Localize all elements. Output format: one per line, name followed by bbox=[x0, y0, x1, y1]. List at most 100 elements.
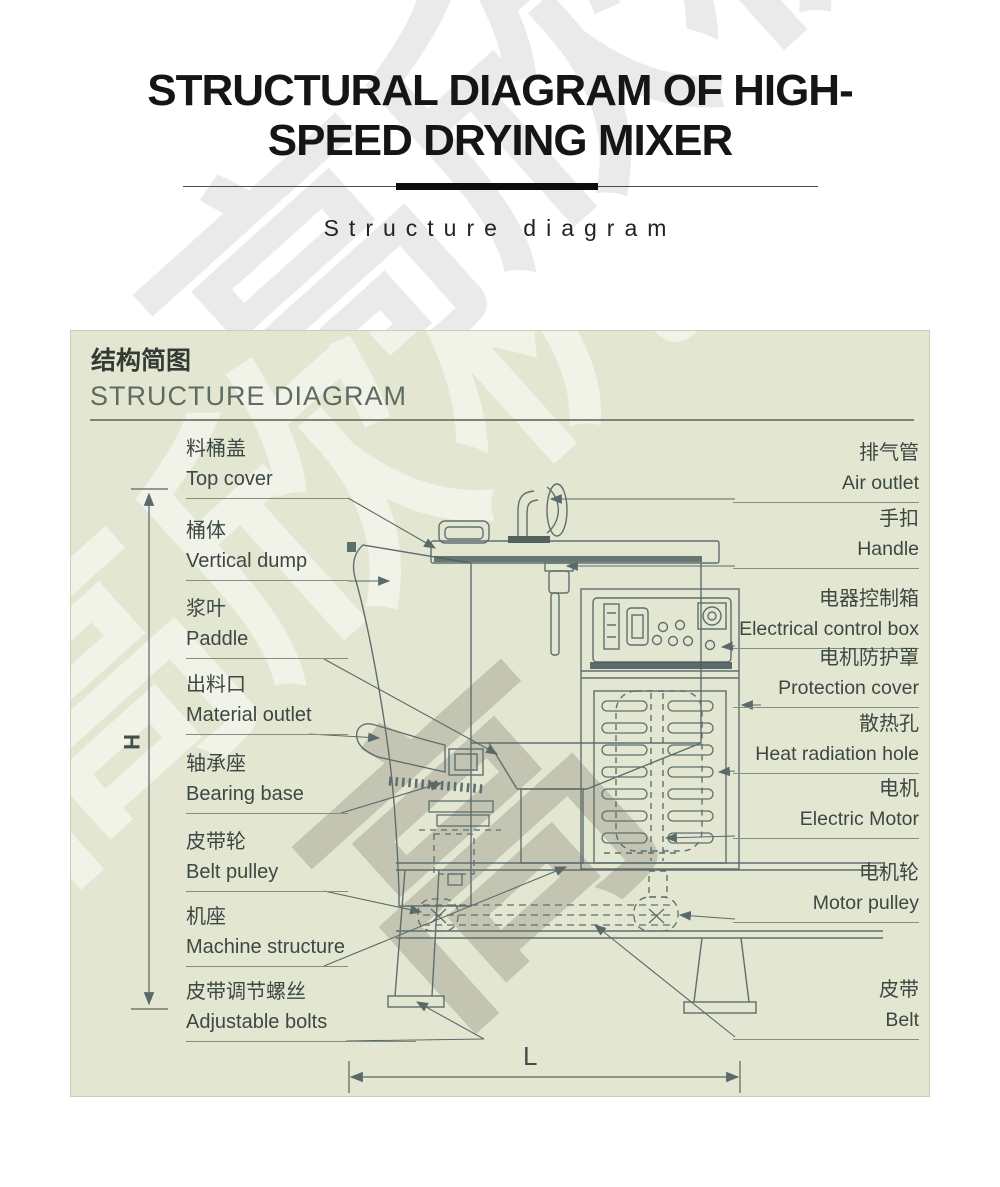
exhaust-pipe bbox=[517, 490, 539, 536]
leader-bearing-base bbox=[340, 781, 443, 814]
bearing-base bbox=[448, 748, 484, 776]
belt-pulley-left-dashed bbox=[417, 898, 459, 932]
label-paddle-zh: 浆叶 bbox=[186, 598, 226, 620]
outlet-chute bbox=[356, 723, 484, 794]
label-machine-structure-zh: 机座 bbox=[186, 906, 226, 928]
control-switch bbox=[626, 607, 649, 646]
right-leg bbox=[683, 937, 757, 1014]
heat-slots bbox=[601, 700, 714, 844]
sight-tube bbox=[550, 592, 560, 656]
leader-electric-motor bbox=[664, 832, 736, 843]
label-air-outlet-zh: 排气管 bbox=[859, 442, 919, 464]
dimension-l-label: L bbox=[523, 1041, 538, 1071]
label-air-outlet-en: Air outlet bbox=[842, 472, 919, 494]
page-title-line1: STRUCTURAL DIAGRAM OF HIGH- bbox=[147, 66, 853, 115]
label-electrical-control-box: 电器控制箱 Electrical control box bbox=[733, 584, 919, 649]
label-paddle: 浆叶 Paddle bbox=[186, 594, 348, 659]
label-protection-cover-en: Protection cover bbox=[778, 677, 919, 699]
dimension-h-label: H bbox=[118, 734, 144, 750]
label-protection-cover-zh: 电机防护罩 bbox=[819, 647, 919, 669]
label-top-cover-en: Top cover bbox=[186, 468, 273, 490]
leader-adjustable-bolts-b bbox=[415, 1001, 485, 1040]
pulley-center-marks bbox=[430, 908, 665, 924]
lid-latch bbox=[544, 562, 574, 656]
motor-dashed bbox=[604, 690, 703, 898]
control-knob bbox=[697, 602, 727, 630]
label-electric-motor-zh: 电机 bbox=[879, 778, 919, 800]
belt-dashed bbox=[417, 896, 679, 932]
belt-pulley-housing bbox=[419, 800, 501, 886]
label-bearing-base-zh: 轴承座 bbox=[186, 753, 246, 775]
motor-pulley-right-dashed bbox=[633, 896, 679, 932]
page-subtitle: Structure diagram bbox=[323, 215, 677, 241]
label-electrical-control-box-en: Electrical control box bbox=[739, 618, 919, 640]
label-adjustable-bolts-en: Adjustable bolts bbox=[186, 1011, 328, 1033]
label-heat-radiation-hole-en: Heat radiation hole bbox=[755, 743, 919, 765]
leader-heat-radiation-hole bbox=[717, 766, 736, 777]
header-area: 高欣机械 STRUCTURAL DIAGRAM OF HIGH- SPEED D… bbox=[0, 0, 1000, 330]
label-belt-pulley-en: Belt pulley bbox=[186, 861, 279, 883]
label-motor-pulley-en: Motor pulley bbox=[812, 892, 919, 914]
label-top-cover: 料桶盖 Top cover bbox=[186, 434, 348, 499]
label-motor-pulley: 电机轮 Motor pulley bbox=[733, 858, 919, 923]
label-adjustable-bolts: 皮带调节螺丝 Adjustable bolts bbox=[186, 977, 416, 1042]
label-paddle-en: Paddle bbox=[186, 628, 249, 650]
label-handle: 手扣 Handle bbox=[733, 504, 919, 569]
leader-belt-pulley bbox=[323, 890, 423, 915]
label-machine-structure: 机座 Machine structure bbox=[186, 902, 348, 967]
label-bearing-base-en: Bearing base bbox=[186, 783, 304, 805]
label-handle-en: Handle bbox=[857, 538, 919, 560]
label-protection-cover: 电机防护罩 Protection cover bbox=[733, 643, 919, 708]
label-electric-motor-en: Electric Motor bbox=[799, 808, 919, 830]
label-material-outlet-en: Material outlet bbox=[186, 704, 312, 726]
label-material-outlet-zh: 出料口 bbox=[186, 674, 246, 696]
label-material-outlet: 出料口 Material outlet bbox=[186, 670, 348, 735]
label-belt: 皮带 Belt bbox=[733, 975, 919, 1040]
exhaust-mount bbox=[508, 536, 550, 543]
label-heat-radiation-hole-zh: 散热孔 bbox=[859, 713, 919, 735]
lid-handle bbox=[438, 520, 490, 544]
leader-adjustable-bolts-a bbox=[345, 1038, 485, 1042]
label-air-outlet: 排气管 Air outlet bbox=[733, 438, 919, 503]
page-title: STRUCTURAL DIAGRAM OF HIGH- SPEED DRYING… bbox=[0, 66, 1000, 166]
label-electric-motor: 电机 Electric Motor bbox=[733, 774, 919, 839]
label-machine-structure-en: Machine structure bbox=[186, 936, 345, 958]
page-title-line2: SPEED DRYING MIXER bbox=[267, 116, 733, 166]
control-box bbox=[580, 588, 740, 870]
right-foot bbox=[683, 1001, 757, 1014]
label-vertical-dump: 桶体 Vertical dump bbox=[186, 516, 348, 581]
label-adjustable-bolts-zh: 皮带调节螺丝 bbox=[186, 981, 306, 1003]
control-box-band bbox=[590, 662, 732, 669]
label-handle-zh: 手扣 bbox=[879, 508, 919, 530]
label-top-cover-zh: 料桶盖 bbox=[186, 438, 246, 460]
leader-machine-structure bbox=[323, 866, 568, 967]
label-heat-radiation-hole: 散热孔 Heat radiation hole bbox=[733, 709, 919, 774]
label-vertical-dump-zh: 桶体 bbox=[186, 520, 226, 542]
leader-belt bbox=[594, 924, 736, 1038]
control-buttons bbox=[651, 619, 716, 651]
label-belt-pulley: 皮带轮 Belt pulley bbox=[186, 827, 348, 892]
leader-motor-pulley bbox=[678, 910, 736, 921]
exhaust-flange bbox=[546, 483, 568, 537]
label-belt-en: Belt bbox=[885, 1009, 919, 1031]
label-vertical-dump-en: Vertical dump bbox=[186, 550, 308, 572]
label-bearing-base: 轴承座 Bearing base bbox=[186, 749, 348, 814]
dimension-h-line bbox=[131, 488, 168, 1010]
control-meter bbox=[603, 603, 620, 650]
tank-body bbox=[347, 542, 702, 907]
panel-heading-en: STRUCTURE DIAGRAM bbox=[90, 381, 408, 411]
leader-lines bbox=[308, 494, 761, 1042]
label-belt-pulley-zh: 皮带轮 bbox=[186, 831, 246, 853]
title-divider-bar bbox=[396, 183, 598, 190]
machine-drawing bbox=[131, 483, 883, 1093]
structure-diagram-panel: 高欣机械 高 结构简图 STRUCTURE DIAGRAM bbox=[70, 330, 930, 1097]
label-motor-pulley-zh: 电机轮 bbox=[859, 862, 919, 884]
stand-frame bbox=[387, 862, 883, 1014]
panel-heading-zh: 结构简图 bbox=[91, 347, 192, 375]
motor-housing bbox=[593, 690, 727, 898]
tank-lid bbox=[430, 483, 720, 656]
label-electrical-control-box-zh: 电器控制箱 bbox=[819, 588, 919, 610]
dimension-l-line bbox=[348, 1061, 741, 1093]
leader-paddle bbox=[323, 658, 499, 755]
